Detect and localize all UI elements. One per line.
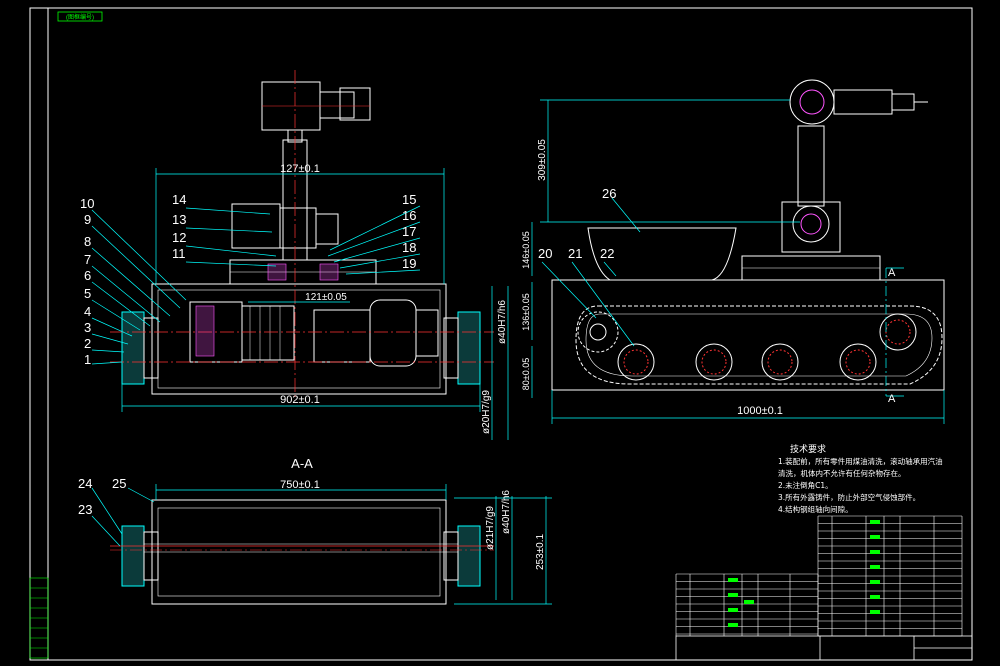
balloon-14: 14 [172, 192, 186, 207]
dim-front-shaft-fit-2: ø20H7/g9 [481, 390, 492, 434]
balloon-26: 26 [602, 186, 616, 201]
front-mid-motor [231, 203, 281, 249]
side-sprocket [577, 311, 619, 353]
balloon-12: 12 [172, 230, 186, 245]
balloon-24: 24 [78, 476, 92, 491]
tech-line-3: 2.未注倒角C1。 [778, 480, 833, 490]
balloon-7: 7 [84, 252, 91, 267]
section-dimensions [91, 484, 552, 605]
side-end-effector [833, 89, 893, 115]
dim-section-fit-2: ø40H7/h6 [501, 490, 512, 534]
dim-front-mid-width: 121±0.05 [305, 292, 347, 303]
side-leaders [541, 197, 641, 347]
left-margin-table [29, 577, 49, 659]
side-upper-joint [789, 79, 835, 125]
balloon-11: 11 [172, 246, 186, 261]
balloon-13: 13 [172, 212, 186, 227]
balloon-22: 22 [600, 246, 614, 261]
dim-side-total-length: 1000±0.1 [737, 405, 783, 417]
section-view [110, 499, 494, 605]
balloon-23: 23 [78, 502, 92, 517]
balloon-9: 9 [84, 212, 91, 227]
balloon-8: 8 [84, 234, 91, 249]
balloon-20: 20 [538, 246, 552, 261]
tech-line-2: 清洗，机体内不允许有任何杂物存在。 [778, 468, 906, 478]
front-right-wheel [443, 311, 481, 385]
front-balloons: 10 9 8 7 6 5 4 3 2 1 14 13 12 11 15 16 1… [80, 192, 416, 367]
tech-line-4: 3.所有外露铸件，防止外部空气侵蚀部件。 [778, 492, 920, 502]
balloon-16: 16 [402, 208, 416, 223]
front-right-motor [313, 309, 371, 363]
dim-side-base-height: 146±0.05 [521, 231, 531, 268]
tech-heading: 技术要求 [790, 443, 826, 455]
section-mark-top: A [888, 267, 896, 279]
balloon-17: 17 [402, 224, 416, 239]
side-dimensions [531, 99, 945, 424]
section-mark-bottom: A [888, 393, 896, 405]
front-view [110, 70, 494, 400]
section-right-wheel [443, 525, 481, 587]
side-view [551, 79, 945, 397]
front-left-wheel [121, 311, 159, 385]
balloon-10: 10 [80, 196, 94, 211]
balloon-2: 2 [84, 336, 91, 351]
balloon-6: 6 [84, 268, 91, 283]
side-roadwheels [617, 313, 917, 381]
balloon-19: 19 [402, 256, 416, 271]
dim-front-total-width: 902±0.1 [280, 394, 320, 406]
dim-section-width: 750±0.1 [280, 479, 320, 491]
drawing-frame [29, 7, 973, 661]
side-container [587, 227, 737, 281]
dim-section-height: 253±0.1 [535, 534, 546, 571]
front-leaders [91, 205, 421, 365]
balloon-18: 18 [402, 240, 416, 255]
side-track [575, 305, 943, 385]
balloon-3: 3 [84, 320, 91, 335]
balloon-15: 15 [402, 192, 416, 207]
front-dimensions [121, 168, 509, 440]
side-arm-link [797, 125, 825, 207]
balloon-5: 5 [84, 286, 91, 301]
title-tag: (图框编号) [57, 11, 103, 22]
balloon-21: 21 [568, 246, 582, 261]
parts-list-table [675, 515, 963, 637]
dim-front-shaft-fit-1: ø40H7/h6 [497, 300, 508, 344]
balloon-4: 4 [84, 304, 91, 319]
side-balloons: 20 21 22 26 [538, 186, 616, 261]
balloon-1: 1 [84, 352, 91, 367]
section-left-wheel [121, 525, 159, 587]
side-lower-arm-base [781, 201, 841, 253]
dim-side-track-height: 136±0.05 [521, 293, 531, 330]
dim-front-top-width: 127±0.1 [280, 163, 320, 175]
section-title: A-A [291, 456, 313, 471]
title-block [675, 635, 973, 661]
dim-section-fit-1: ø21H7/g9 [485, 506, 496, 550]
tech-line-1: 1.装配前，所有零件用煤油清洗，滚动轴承用汽油 [778, 456, 943, 466]
tech-line-5: 4.结构钢组轴向间隙。 [778, 504, 853, 514]
balloon-25: 25 [112, 476, 126, 491]
tech-requirements: 技术要求 1.装配前，所有零件用煤油清洗，滚动轴承用汽油 清洗，机体内不允许有任… [778, 443, 943, 514]
section-balloons: 24 25 23 [78, 476, 126, 517]
dim-side-arm-height: 309±0.05 [537, 139, 548, 181]
dim-side-wheel-height: 80±0.05 [521, 358, 531, 390]
title-tag-text: (图框编号) [66, 13, 94, 21]
